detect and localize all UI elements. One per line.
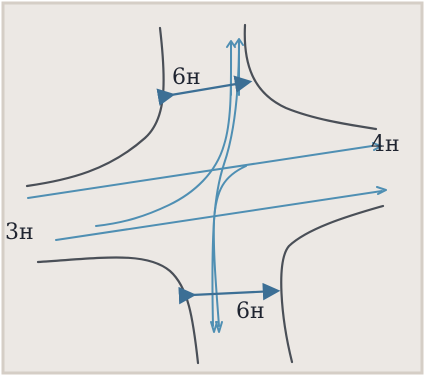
lane-line-horizontal-upper [27,145,373,199]
top-arrowhead-right [234,38,244,46]
right-arrowhead-lower [376,186,387,195]
lane-line-horizontal-lower [55,190,383,241]
road-edge-bottom-right [280,204,385,364]
top-width-label: 6н [172,65,201,90]
top-width-dimension [156,75,253,106]
bottom-arrowhead-right [215,321,223,333]
road-edge-bottom-left [36,256,200,365]
top-arrowhead-left [226,40,236,48]
right-road-label: 4н [371,132,400,157]
bottom-width-dimension [178,282,281,305]
right-arrowhead-upper [372,142,382,151]
road-edge-top-right [243,23,378,131]
bottom-width-label: 6н [236,299,265,324]
left-road-label: 3н [5,220,34,245]
